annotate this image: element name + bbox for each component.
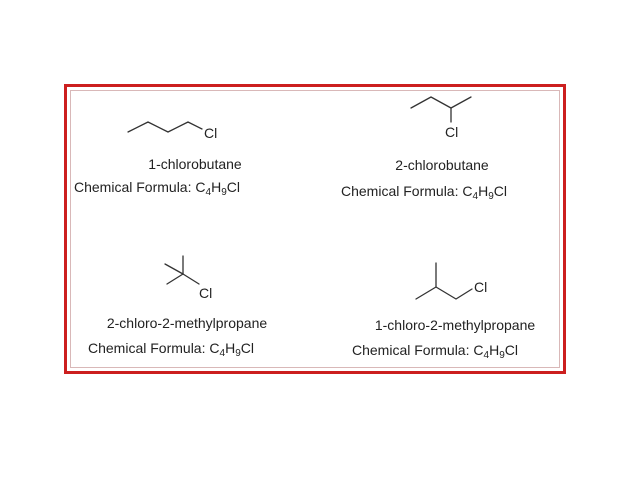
compound-name: 1-chloro-2-methylpropane [374, 317, 536, 333]
chlorine-label: Cl [445, 124, 459, 140]
compound-name: 1-chlorobutane [148, 156, 242, 172]
chlorine-label: Cl [199, 285, 213, 301]
skeletal-structure-1-chloro-2-methylpropane [415, 262, 473, 300]
chemical-formula: Chemical Formula: C4H9Cl [74, 179, 240, 198]
diagram-frame [64, 84, 566, 374]
frame-inner-border [70, 90, 560, 368]
chlorine-label: Cl [204, 125, 218, 141]
compound-name: 2-chloro-2-methylpropane [106, 315, 268, 331]
skeletal-structure-1-chlorobutane [127, 121, 203, 133]
skeletal-structure-2-chloro-2-methylpropane [164, 255, 200, 285]
chemical-formula: Chemical Formula: C4H9Cl [341, 183, 507, 202]
chemical-formula: Chemical Formula: C4H9Cl [88, 340, 254, 359]
compound-name: 2-chlorobutane [395, 157, 489, 173]
chlorine-label: Cl [474, 279, 488, 295]
chemical-formula: Chemical Formula: C4H9Cl [352, 342, 518, 361]
skeletal-structure-2-chlorobutane [410, 96, 472, 123]
